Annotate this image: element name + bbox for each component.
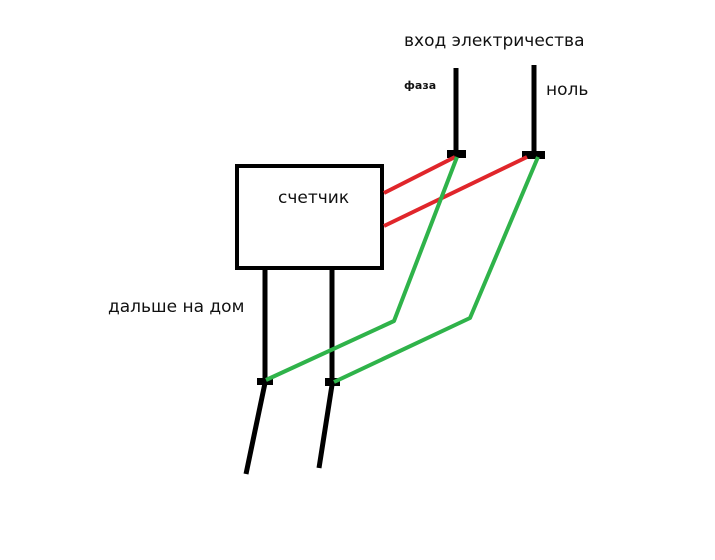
neutral-label: ноль bbox=[546, 80, 588, 100]
phase-bypass-wire bbox=[265, 156, 459, 382]
meter-links bbox=[383, 155, 528, 228]
house-terminal-1 bbox=[257, 378, 273, 385]
neutral-bypass-wire bbox=[333, 156, 540, 384]
phase-label: фаза bbox=[404, 79, 436, 92]
meter-box bbox=[235, 164, 384, 270]
house-wire-2 bbox=[316, 384, 335, 469]
house-terminal-2 bbox=[325, 378, 340, 386]
bypass-wires bbox=[265, 156, 540, 384]
phase-terminal bbox=[447, 150, 466, 158]
black-wires bbox=[243, 65, 537, 475]
input-label: вход электричества bbox=[404, 31, 585, 51]
neutral-terminal bbox=[522, 151, 545, 159]
neutral-meter-link bbox=[383, 155, 528, 228]
phase-meter-link bbox=[383, 155, 456, 195]
to-house-label: дальше на дом bbox=[108, 297, 244, 317]
meter-label: счетчик bbox=[278, 188, 349, 208]
house-wire-1 bbox=[243, 382, 268, 475]
terminals bbox=[257, 150, 545, 386]
